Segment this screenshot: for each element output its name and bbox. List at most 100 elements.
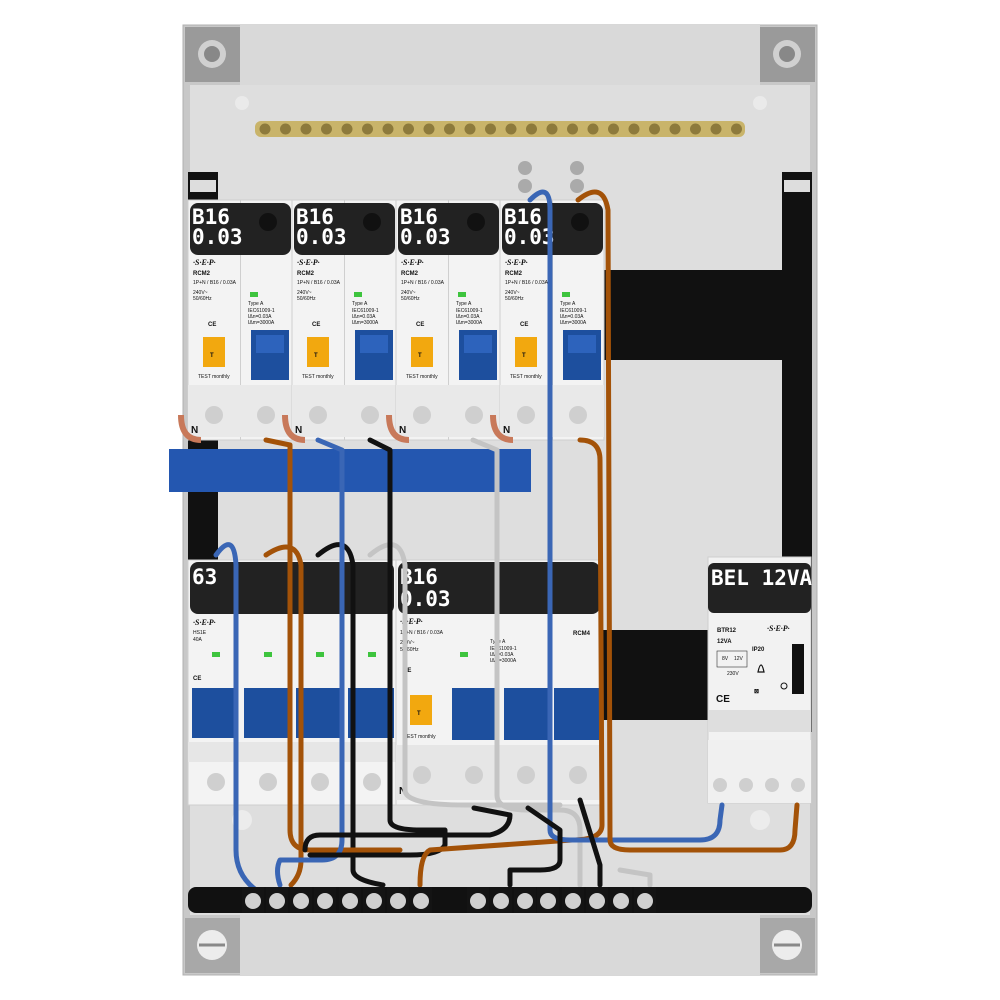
rcbo-frequency: 50/60Hz [297,296,316,302]
wire-black [507,805,563,888]
rcbo-model: RCM2 [193,271,211,277]
wiring [213,189,800,893]
main-switch-pole-lever[interactable] [296,688,342,738]
rcbo-test-label: TEST monthly [510,374,542,380]
bell-indicator-slot [792,644,804,694]
status-indicator [212,652,220,657]
terminal-block-screw[interactable] [517,893,533,909]
rcm4-pole-lever[interactable] [504,688,550,740]
earth-screw [608,123,619,135]
terminal-block-screw[interactable] [342,893,358,909]
earth-screw [710,123,722,135]
terminal-screw[interactable] [413,766,431,784]
main-switch-current: 40A [193,637,203,643]
earth-screw [362,123,373,135]
rcbo-voltage: 240V~ [193,290,208,296]
rcm4-icn: IΔm=3000A [490,658,517,664]
terminal-block-screw[interactable] [540,893,556,909]
terminal-screw[interactable] [569,406,587,424]
rcbo-spec: 1P+N / B16 / 0.03A [193,280,237,286]
terminal-block-screw[interactable] [245,893,261,909]
terminal-screw[interactable] [207,773,225,791]
test-button-mark: T [417,711,421,717]
test-button[interactable] [307,337,329,367]
terminal-screw[interactable] [361,406,379,424]
rcm4-spec: 1P+N / B16 / 0.03A [400,630,444,636]
neutral-mark: N [399,786,406,797]
bell-primary-voltage: 230V [727,671,739,677]
ce-mark: CE [193,676,201,682]
earth-screw [321,123,332,135]
terminal-screw[interactable] [311,773,329,791]
main-switch-brand: ·S·E·P· [193,618,216,627]
rcbo-brand: ·S·E·P· [401,258,424,267]
neutral-mark: N [295,425,302,436]
terminal-screw[interactable] [465,766,483,784]
ce-mark: CE [208,322,216,328]
ce-mark: CE [312,322,320,328]
rcbo-icn: IΔm=3000A [560,320,587,326]
terminal-screw[interactable] [517,766,535,784]
status-indicator [250,292,258,297]
terminal-screw[interactable] [413,406,431,424]
terminal-block-screw[interactable] [390,893,406,909]
terminal-screw[interactable] [765,778,779,792]
terminal-screw[interactable] [739,778,753,792]
terminal-screw[interactable] [257,406,275,424]
rcbo-spec: 1P+N / B16 / 0.03A [401,280,445,286]
wire-grey [617,867,653,888]
rcm4-pole-lever[interactable] [452,688,498,740]
terminal-block-screw[interactable] [565,893,581,909]
terminal-screw[interactable] [569,766,587,784]
rcbo-test-label: TEST monthly [198,374,230,380]
bell-transformer-label: BEL 12VA [711,566,813,590]
test-button-mark: T [522,353,526,359]
bell-model: BTR12 [717,628,737,634]
rcm4-frequency: 50/60Hz [400,647,419,653]
terminal-screw[interactable] [465,406,483,424]
rcbo-rating: B16 [296,205,334,229]
terminal-screw[interactable] [517,406,535,424]
terminal-block-screw[interactable] [269,893,285,909]
terminal-screw[interactable] [791,778,805,792]
terminal-block-screw[interactable] [589,893,605,909]
terminal-block-screw[interactable] [317,893,333,909]
rcbo-brand: ·S·E·P· [297,258,320,267]
main-switch-pole-lever[interactable] [192,688,238,738]
earth-screw [526,123,537,135]
terminal-block-screw[interactable] [637,893,653,909]
main-switch-pole-lever[interactable] [348,688,394,738]
rcbo-idn: IΔn=0.03A [352,314,376,320]
wire-black [577,797,603,888]
rcbo-frequency: 50/60Hz [505,296,524,302]
terminal-block-screw[interactable] [493,893,509,909]
status-indicator [562,292,570,297]
wire-brown [263,544,304,888]
test-button[interactable] [411,337,433,367]
rcm4-pole-lever[interactable] [554,688,600,740]
terminal-block-screw[interactable] [413,893,429,909]
test-button[interactable] [203,337,225,367]
test-button-mark: T [210,353,214,359]
terminal-screw[interactable] [309,406,327,424]
corner-screw-br [760,918,815,973]
rcbo-type: Type A [352,301,368,307]
earth-screw [464,123,476,135]
terminal-screw[interactable] [259,773,277,791]
test-button[interactable] [410,695,432,725]
earth-screw [567,123,578,135]
terminal-screw[interactable] [363,773,381,791]
terminal-screw[interactable] [205,406,223,424]
terminal-screw[interactable] [713,778,727,792]
earth-screw [587,123,599,135]
rcbo-icn: IΔm=3000A [248,320,275,326]
terminal-block-screw[interactable] [470,893,486,909]
terminal-block-screw[interactable] [366,893,382,909]
wire-black [315,542,386,888]
main-switch-pole-lever[interactable] [244,688,290,738]
terminal-block-screw[interactable] [293,893,309,909]
test-button[interactable] [515,337,537,367]
terminal-block-screw[interactable] [613,893,629,909]
rcbo-standard: IEC61009-1 [560,308,587,314]
